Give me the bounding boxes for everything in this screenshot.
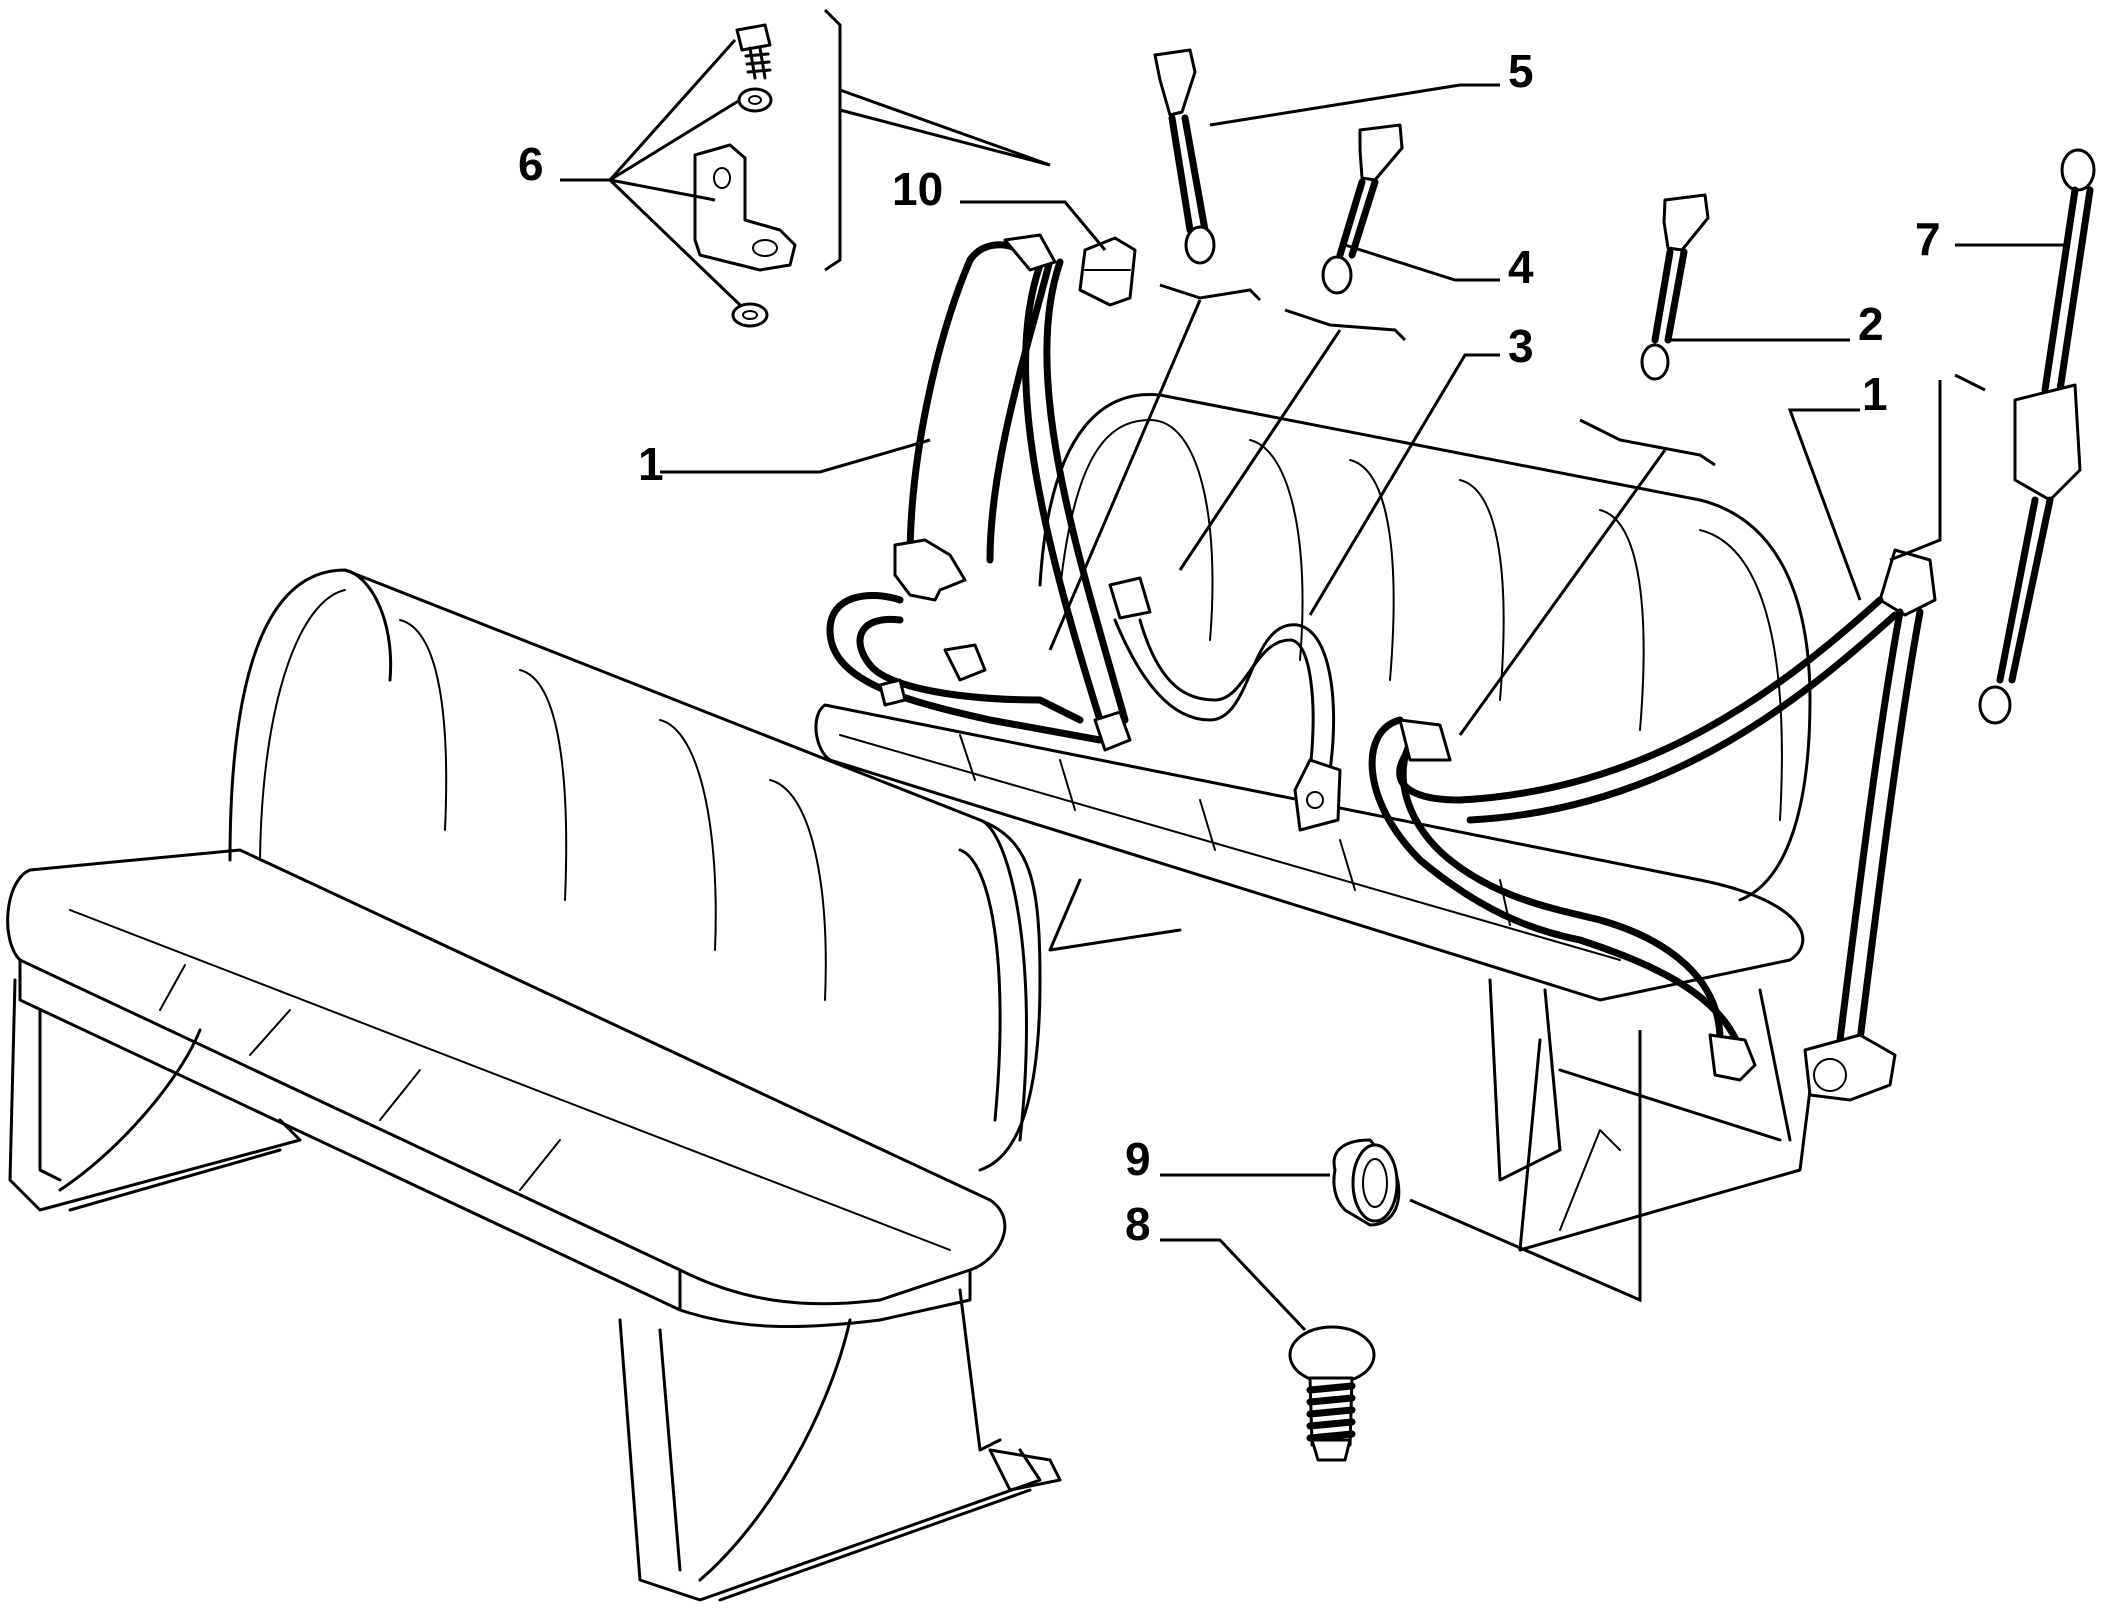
buckle-stalk-part-5 (1153, 48, 1216, 265)
callout-7: 7 (1915, 213, 1941, 265)
callout-6: 6 (518, 138, 544, 190)
callout-labels: 6 10 5 4 3 2 1 7 1 9 8 (518, 45, 1941, 1250)
cover-cap-part (1078, 236, 1137, 307)
callout-9: 9 (1125, 1133, 1151, 1185)
left-seat-belt-assembly (826, 233, 1132, 752)
callout-10: 10 (892, 163, 943, 215)
callout-8: 8 (1125, 1198, 1151, 1250)
bolt-part-8 (1288, 1325, 1376, 1462)
front-bench-seat (6, 568, 1062, 1602)
buckle-stalk-part-2 (1640, 193, 1710, 381)
callout-5: 5 (1508, 45, 1534, 97)
right-seat-belt-assembly (1368, 548, 1937, 1102)
callout-1-left: 1 (638, 438, 664, 490)
rear-bench-seat (814, 393, 1812, 1252)
height-adjuster-part-7 (1978, 148, 2096, 725)
callout-2: 2 (1858, 298, 1884, 350)
buckle-stalk-part-4 (1321, 123, 1404, 295)
centre-lap-belt (1108, 576, 1342, 832)
callout-4: 4 (1508, 241, 1534, 293)
bracket-kit-part-6 (693, 23, 797, 328)
leader-lines (560, 8, 2065, 1332)
callout-3: 3 (1508, 320, 1534, 372)
callout-1-right: 1 (1862, 368, 1888, 420)
bushing-part-9 (1332, 1138, 1401, 1227)
